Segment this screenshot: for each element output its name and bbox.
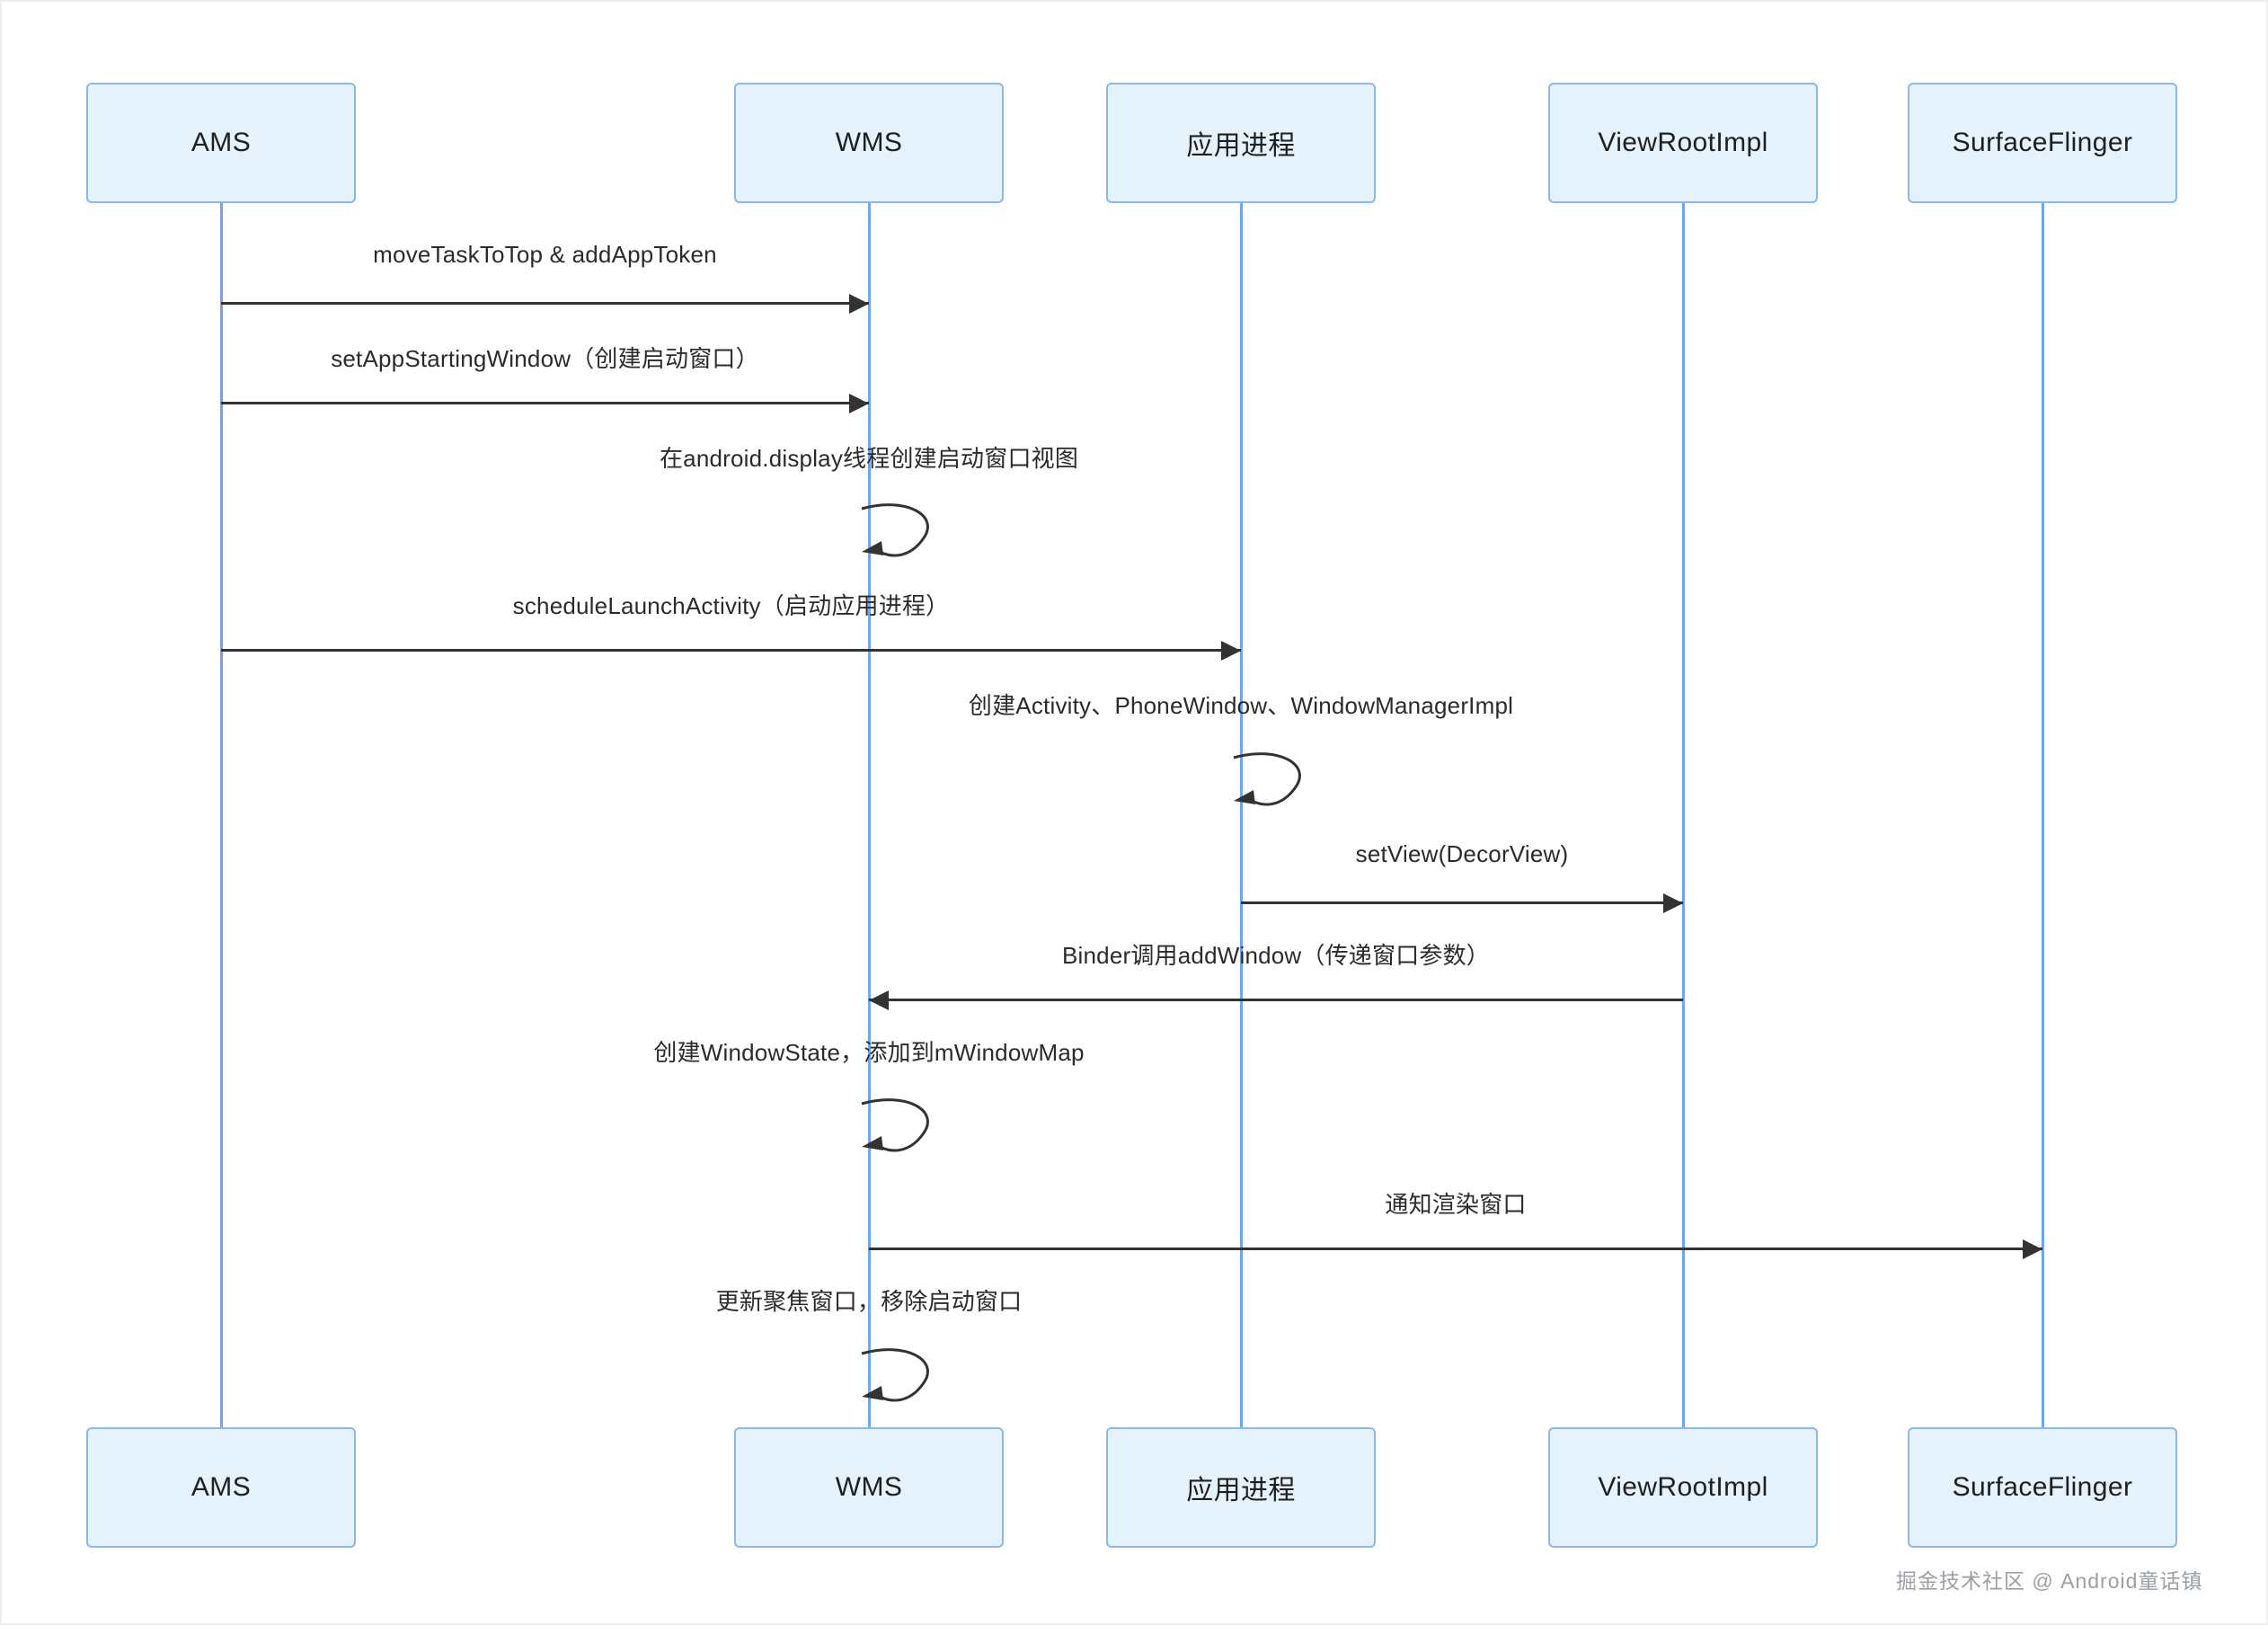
message-line-6[interactable] [1241,901,1683,904]
arrow-head-9 [2023,1239,2042,1259]
message-line-7[interactable] [869,999,1683,1001]
participant-bottom-surfaceflinger[interactable]: SurfaceFlinger [1908,1427,2177,1548]
message-label-5: 创建Activity、PhoneWindow、WindowManagerImpl [968,692,1514,719]
arrow-head-2 [849,394,869,413]
participant-label: ViewRootImpl [1598,1472,1768,1502]
participant-bottom-app-process[interactable]: 应用进程 [1106,1427,1376,1548]
self-loop-5[interactable] [1230,752,1322,826]
participant-bottom-viewrootimpl[interactable]: ViewRootImpl [1548,1427,1818,1548]
message-label-1: moveTaskToTop & addAppToken [373,241,717,268]
participant-label: SurfaceFlinger [1952,1472,2133,1502]
participant-top-viewrootimpl[interactable]: ViewRootImpl [1548,83,1818,203]
participant-top-surfaceflinger[interactable]: SurfaceFlinger [1908,83,2177,203]
message-label-4: scheduleLaunchActivity（启动应用进程） [512,592,950,619]
message-label-6: setView(DecorView) [1355,840,1569,867]
message-label-2: setAppStartingWindow（创建启动窗口） [331,345,759,372]
participant-label: AMS [190,1472,252,1502]
watermark-text: 掘金技术社区 @ Android童话镇 [1896,1569,2203,1593]
lifeline-app-process [1239,203,1243,1427]
participant-label: 应用进程 [1186,1476,1296,1505]
message-line-2[interactable] [221,402,869,404]
message-line-4[interactable] [221,649,1241,652]
participant-label: ViewRootImpl [1598,128,1768,157]
arrow-head-1 [849,294,869,314]
participant-top-ams[interactable]: AMS [86,83,356,203]
message-label-9: 通知渲染窗口 [1385,1191,1527,1218]
participant-bottom-wms[interactable]: WMS [734,1427,1004,1548]
message-label-10: 更新聚焦窗口，移除启动窗口 [715,1288,1023,1315]
arrow-head-7 [869,990,889,1010]
message-line-1[interactable] [221,302,869,305]
arrow-head-6 [1663,893,1683,913]
participant-label: 应用进程 [1186,131,1296,161]
message-line-9[interactable] [869,1248,2042,1250]
participant-label: SurfaceFlinger [1952,128,2133,157]
self-loop-8[interactable] [858,1098,950,1172]
lifeline-surfaceflinger [2041,203,2044,1427]
message-label-7: Binder调用addWindow（传递窗口参数） [1061,942,1491,969]
message-label-8: 创建WindowState，添加到mWindowMap [653,1039,1085,1066]
self-loop-10[interactable] [858,1348,950,1422]
arrow-head-4 [1221,641,1241,661]
lifeline-viewrootimpl [1681,203,1685,1427]
participant-bottom-ams[interactable]: AMS [86,1427,356,1548]
message-label-3: 在android.display线程创建启动窗口视图 [659,445,1079,472]
participant-label: AMS [190,128,252,157]
self-loop-3[interactable] [858,503,950,577]
lifeline-wms [867,203,871,1427]
participant-label: WMS [835,128,903,157]
participant-top-app-process[interactable]: 应用进程 [1106,83,1376,203]
participant-label: WMS [835,1472,903,1502]
lifeline-ams [219,203,223,1427]
participant-top-wms[interactable]: WMS [734,83,1004,203]
